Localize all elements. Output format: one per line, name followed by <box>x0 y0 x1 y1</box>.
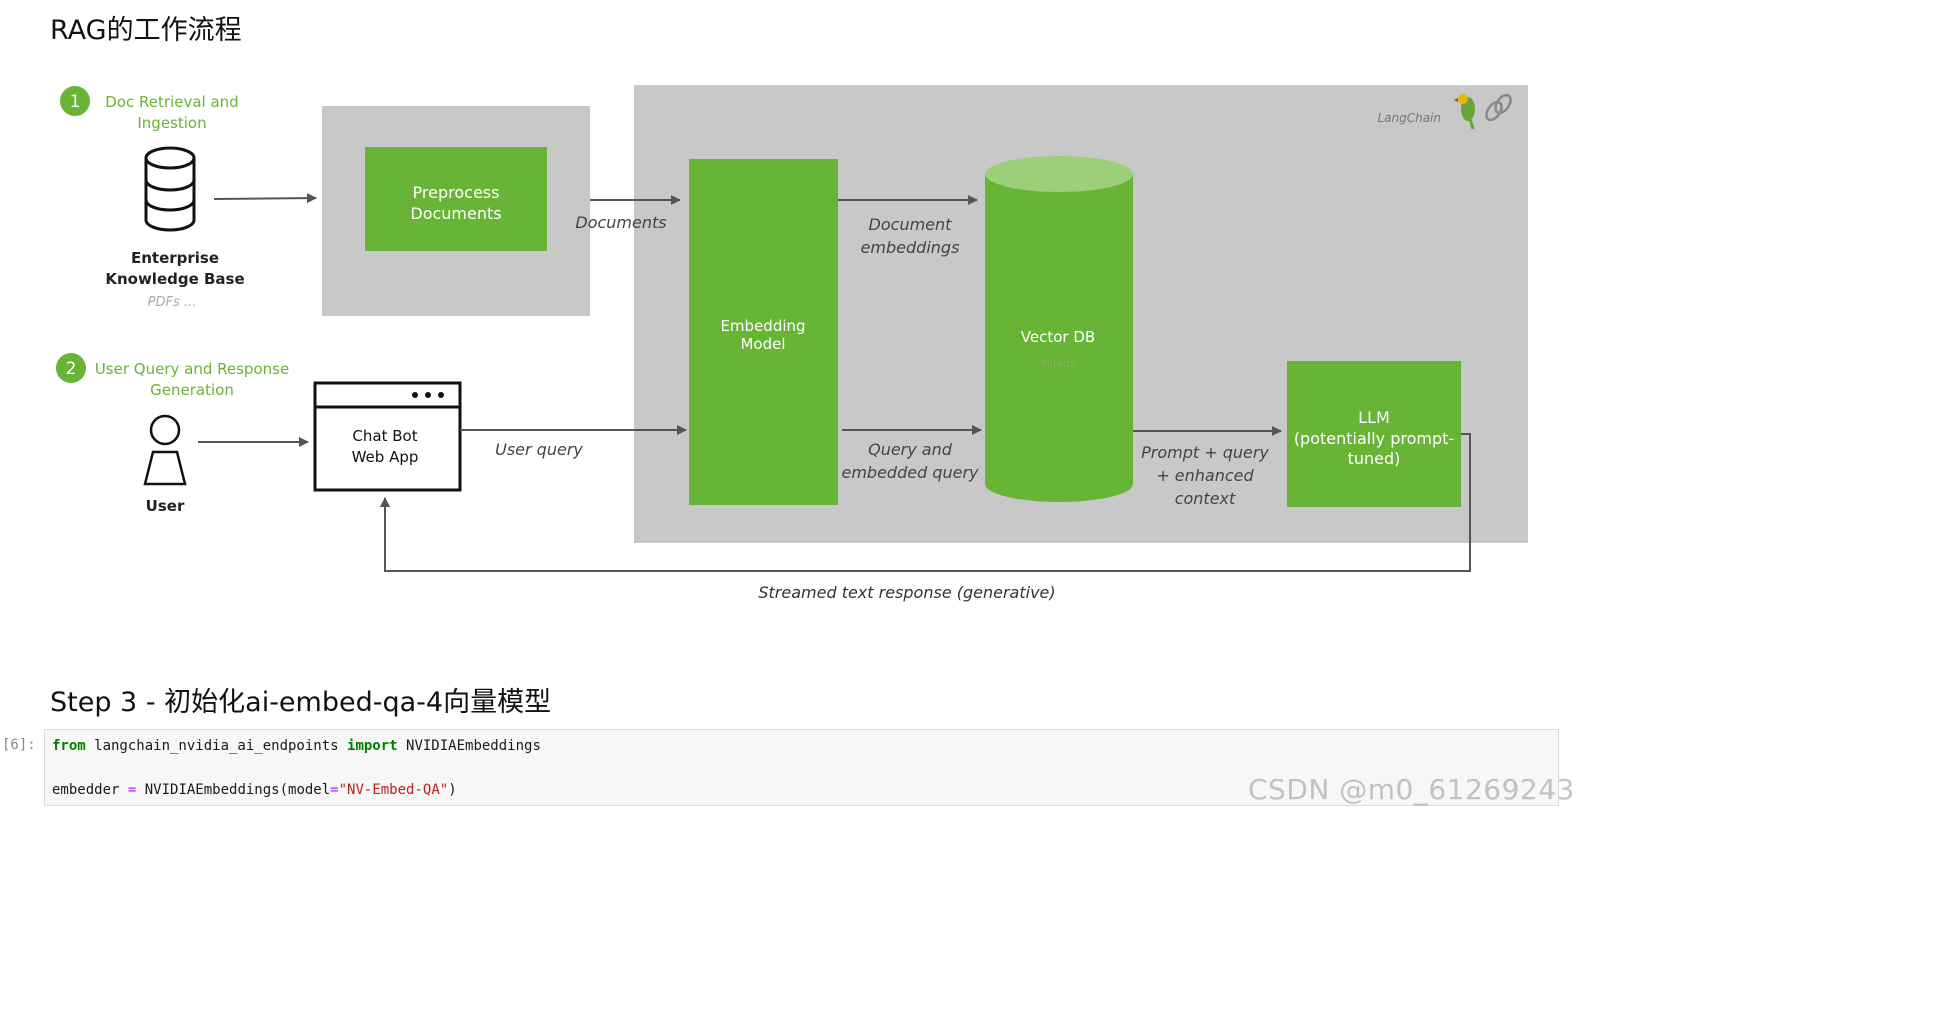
llm-line1: LLM <box>1358 408 1390 427</box>
user-query-label: User query <box>495 440 583 459</box>
knowledge-base-sub: PDFs ... <box>148 295 197 310</box>
watermark: CSDN @m0_61269243 <box>1248 773 1575 806</box>
preprocess-box <box>365 147 547 251</box>
vector-db-cylinder <box>985 156 1133 502</box>
doc-embeddings-line2: embeddings <box>861 238 960 257</box>
section-heading: Step 3 - 初始化ai-embed-qa-4向量模型 <box>50 687 552 718</box>
user-icon <box>143 414 187 486</box>
keyword-import: import <box>347 738 398 754</box>
embedding-line1: Embedding <box>720 317 805 335</box>
code-line-2: embedder = NVIDIAEmbeddings(model="NV-Em… <box>52 782 457 798</box>
response-arrow <box>380 433 1471 572</box>
preprocess-line2: Documents <box>410 204 501 223</box>
user-label: User <box>146 497 185 515</box>
streamed-label: Streamed text response (generative) <box>758 583 1055 602</box>
code-cell[interactable]: from langchain_nvidia_ai_endpoints impor… <box>44 729 1559 806</box>
chatbot-window <box>313 381 462 492</box>
chatbot-line2: Web App <box>352 448 419 466</box>
llm-line3: tuned) <box>1348 449 1401 468</box>
prompt-line3: context <box>1175 489 1236 508</box>
keyword-from: from <box>52 738 86 754</box>
step1-badge <box>60 86 90 116</box>
vector-db-sub: Milvus <box>1041 357 1076 370</box>
llm-line2: (potentially prompt- <box>1294 429 1454 448</box>
embedding-line2: Model <box>740 335 785 353</box>
documents-label: Documents <box>575 213 666 232</box>
database-icon <box>144 146 196 232</box>
llm-box <box>1287 361 1461 507</box>
step2-title-line1: User Query and Response <box>95 360 289 378</box>
rag-workflow-diagram: 1 Doc Retrieval and Ingestion Enterprise… <box>56 85 1528 602</box>
step1-number: 1 <box>70 92 81 112</box>
call-expr: NVIDIAEmbeddings(model <box>136 782 331 798</box>
knowledge-base-line1: Enterprise <box>131 249 219 267</box>
embedding-model-box <box>689 159 838 505</box>
kwarg-op: = <box>330 782 339 798</box>
cell-prompt: [6]: <box>2 737 36 753</box>
chatbot-line1: Chat Bot <box>352 427 417 445</box>
step1-title-line2: Ingestion <box>137 114 206 132</box>
vector-db-title: Vector DB <box>1021 328 1095 346</box>
prompt-line2: + enhanced <box>1156 466 1254 485</box>
step2-badge <box>56 353 86 383</box>
prompt-line1: Prompt + query <box>1141 443 1269 462</box>
module-name: langchain_nvidia_ai_endpoints <box>85 738 348 754</box>
preprocess-line1: Preprocess <box>413 183 500 202</box>
query-embedded-line1: Query and <box>868 440 953 459</box>
step2-number: 2 <box>66 359 77 379</box>
string-literal: "NV-Embed-QA" <box>338 782 449 798</box>
var-name: embedder <box>52 782 128 798</box>
step1-title-line1: Doc Retrieval and <box>105 93 238 111</box>
import-name: NVIDIAEmbeddings <box>397 738 541 754</box>
langchain-label: LangChain <box>1377 111 1441 125</box>
close-paren: ) <box>448 782 457 798</box>
knowledge-base-line2: Knowledge Base <box>105 270 244 288</box>
langchain-parrot-icon <box>1454 93 1512 130</box>
code-line-1: from langchain_nvidia_ai_endpoints impor… <box>52 738 541 754</box>
doc-embeddings-line1: Document <box>869 215 953 234</box>
assign-op: = <box>127 782 137 798</box>
page-title: RAG的工作流程 <box>50 15 242 46</box>
query-embedded-line2: embedded query <box>841 463 979 482</box>
step2-title-line2: Generation <box>150 381 234 399</box>
